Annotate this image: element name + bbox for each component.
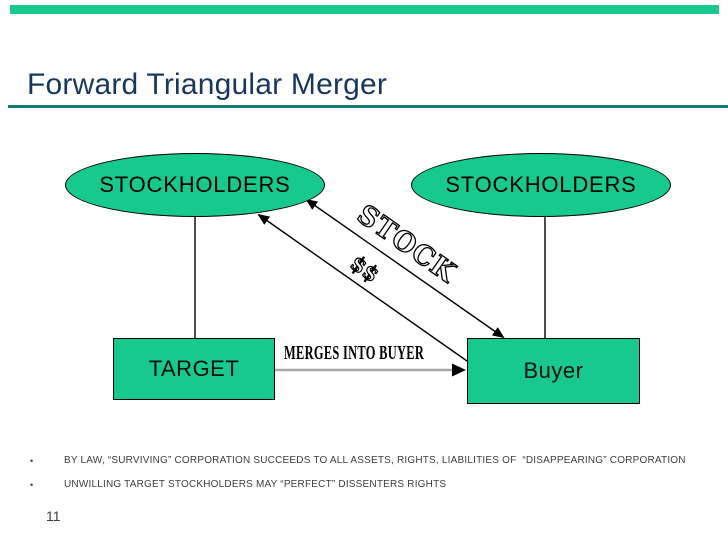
- top-accent-bar: [10, 5, 719, 14]
- page-number: 11: [46, 508, 61, 524]
- title-underline: [8, 105, 728, 108]
- cash-flow-arrow: [257, 213, 468, 362]
- bullet-text: UNWILLING TARGET STOCKHOLDERS MAY “PERFE…: [64, 479, 447, 490]
- bullet-list: • BY LAW, “SURVIVING” CORPORATION SUCCEE…: [0, 455, 728, 503]
- target-label: TARGET: [148, 356, 240, 381]
- page-title: Forward Triangular Merger: [27, 68, 388, 101]
- bullet-item: • BY LAW, “SURVIVING” CORPORATION SUCCEE…: [0, 455, 728, 467]
- bullet-dot: •: [30, 480, 34, 490]
- bullet-text: BY LAW, “SURVIVING” CORPORATION SUCCEEDS…: [64, 455, 686, 466]
- stock-flow-arrow: [305, 198, 505, 339]
- buyer-box: Buyer: [467, 338, 640, 404]
- stockholders-left-label: STOCKHOLDERS: [99, 172, 291, 197]
- stockholders-ellipse-left: STOCKHOLDERS: [65, 153, 325, 217]
- merge-arrowhead: [452, 363, 466, 377]
- stockholders-right-label: STOCKHOLDERS: [445, 172, 637, 197]
- bullet-item: • UNWILLING TARGET STOCKHOLDERS MAY “PER…: [0, 479, 728, 491]
- stockholders-ellipse-right: STOCKHOLDERS: [411, 153, 671, 217]
- target-box: TARGET: [113, 338, 275, 400]
- merge-arrow-label: MERGES INTO BUYER: [284, 342, 425, 364]
- buyer-label: Buyer: [523, 358, 584, 383]
- bullet-dot: •: [30, 456, 34, 466]
